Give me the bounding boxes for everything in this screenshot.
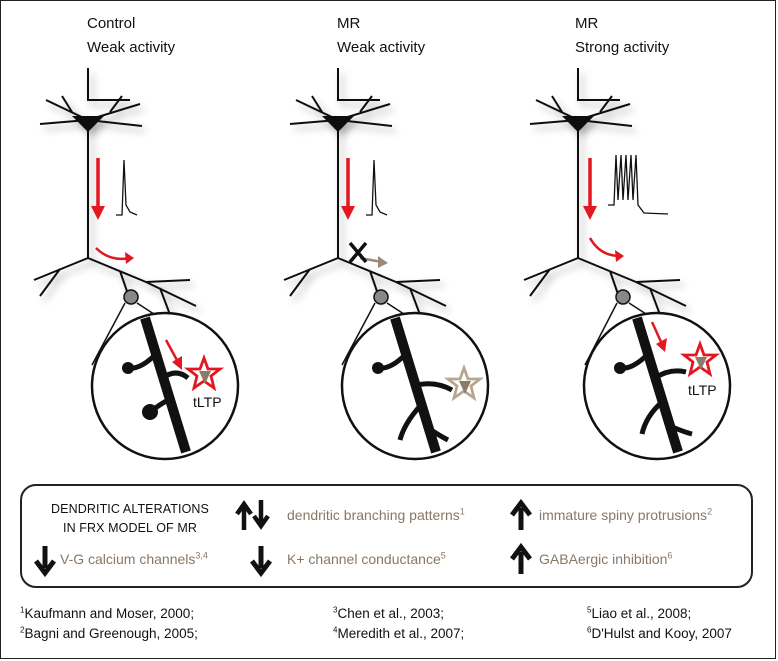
legend-item-gaba: GABAergic inhibition6 <box>539 551 672 567</box>
reference-6: 6D'Hulst and Kooy, 2007 <box>587 624 732 644</box>
activity-arrow-mr-strong <box>583 158 624 262</box>
reference-text: D'Hulst and Kooy, 2007 <box>591 626 732 641</box>
legend-item-text: GABAergic inhibition <box>539 551 668 567</box>
legend-item-potassium: K+ channel conductance5 <box>287 551 446 567</box>
neuron-control <box>33 68 197 321</box>
panel-condition: MR <box>575 15 599 32</box>
spike-trace-mr-weak <box>366 159 388 216</box>
legend-item-text: dendritic branching patterns <box>287 507 460 523</box>
reference-text: Chen et al., 2003; <box>337 606 445 621</box>
panel-activity: Weak activity <box>87 39 176 56</box>
legend-heading-line: DENDRITIC ALTERATIONS <box>51 502 209 516</box>
spike-trace-control <box>116 159 138 216</box>
legend-heading-line: IN FRX MODEL OF MR <box>63 521 197 535</box>
reference-2: 2Bagni and Greenough, 2005; <box>20 624 198 644</box>
reference-3: 3Chen et al., 2003; <box>333 604 444 624</box>
tltp-label-control: tLTP <box>193 394 222 410</box>
up-down-arrow-icon <box>235 500 270 530</box>
legend-item-text: K+ channel conductance <box>287 551 441 567</box>
legend-item-ref: 5 <box>440 550 446 561</box>
reference-1: 1Kaufmann and Moser, 2000; <box>20 604 194 624</box>
reference-number: 5 <box>587 605 592 615</box>
reference-5: 5Liao et al., 2008; <box>587 604 691 624</box>
reference-text: Liao et al., 2008; <box>591 606 692 621</box>
reference-text: Kaufmann and Moser, 2000; <box>24 606 195 621</box>
reference-4: 4Meredith et al., 2007; <box>333 624 464 644</box>
legend-heading: DENDRITIC ALTERATIONS IN FRX MODEL OF MR <box>30 500 230 538</box>
up-arrow-icon <box>510 498 532 530</box>
legend-item-ref: 1 <box>459 506 465 517</box>
legend-item-text: immature spiny protrusions <box>539 507 708 523</box>
magnifier-mr-weak <box>340 289 490 461</box>
reference-number: 1 <box>20 605 25 615</box>
reference-number: 6 <box>587 625 592 635</box>
panel-title-mr-strong: MR Strong activity <box>575 12 669 60</box>
reference-number: 4 <box>333 625 338 635</box>
legend-item-text: V-G calcium channels <box>60 551 196 567</box>
panel-condition: Control <box>87 15 136 32</box>
legend-item-calcium: V-G calcium channels3,4 <box>60 551 208 567</box>
panel-title-control: Control Weak activity <box>87 12 175 60</box>
activity-arrow-mr-weak <box>341 158 388 268</box>
activity-arrow-control <box>91 158 134 264</box>
down-arrow-icon <box>34 546 56 578</box>
legend-item-ref: 2 <box>707 506 713 517</box>
panel-activity: Strong activity <box>575 39 670 56</box>
up-arrow-icon <box>510 542 532 574</box>
reference-number: 3 <box>333 605 338 615</box>
legend-item-ref: 6 <box>667 550 673 561</box>
neuron-mr-weak <box>283 68 447 321</box>
spike-trace-mr-strong <box>608 154 669 215</box>
neuron-mr-strong <box>523 68 687 321</box>
panel-activity: Weak activity <box>337 39 426 56</box>
reference-text: Meredith et al., 2007; <box>337 626 465 641</box>
tltp-label-mr-strong: tLTP <box>688 382 717 398</box>
down-arrow-icon <box>250 546 272 578</box>
legend-item-spiny: immature spiny protrusions2 <box>539 507 712 523</box>
panel-title-mr-weak: MR Weak activity <box>337 12 425 60</box>
reference-number: 2 <box>20 625 25 635</box>
magnifier-mr-strong <box>582 289 732 461</box>
legend-box: DENDRITIC ALTERATIONS IN FRX MODEL OF MR… <box>20 484 753 588</box>
legend-item-ref: 3,4 <box>195 550 208 561</box>
reference-text: Bagni and Greenough, 2005; <box>24 626 198 641</box>
panel-condition: MR <box>337 15 361 32</box>
magnifier-control <box>90 289 240 461</box>
legend-item-branching: dendritic branching patterns1 <box>287 507 465 523</box>
